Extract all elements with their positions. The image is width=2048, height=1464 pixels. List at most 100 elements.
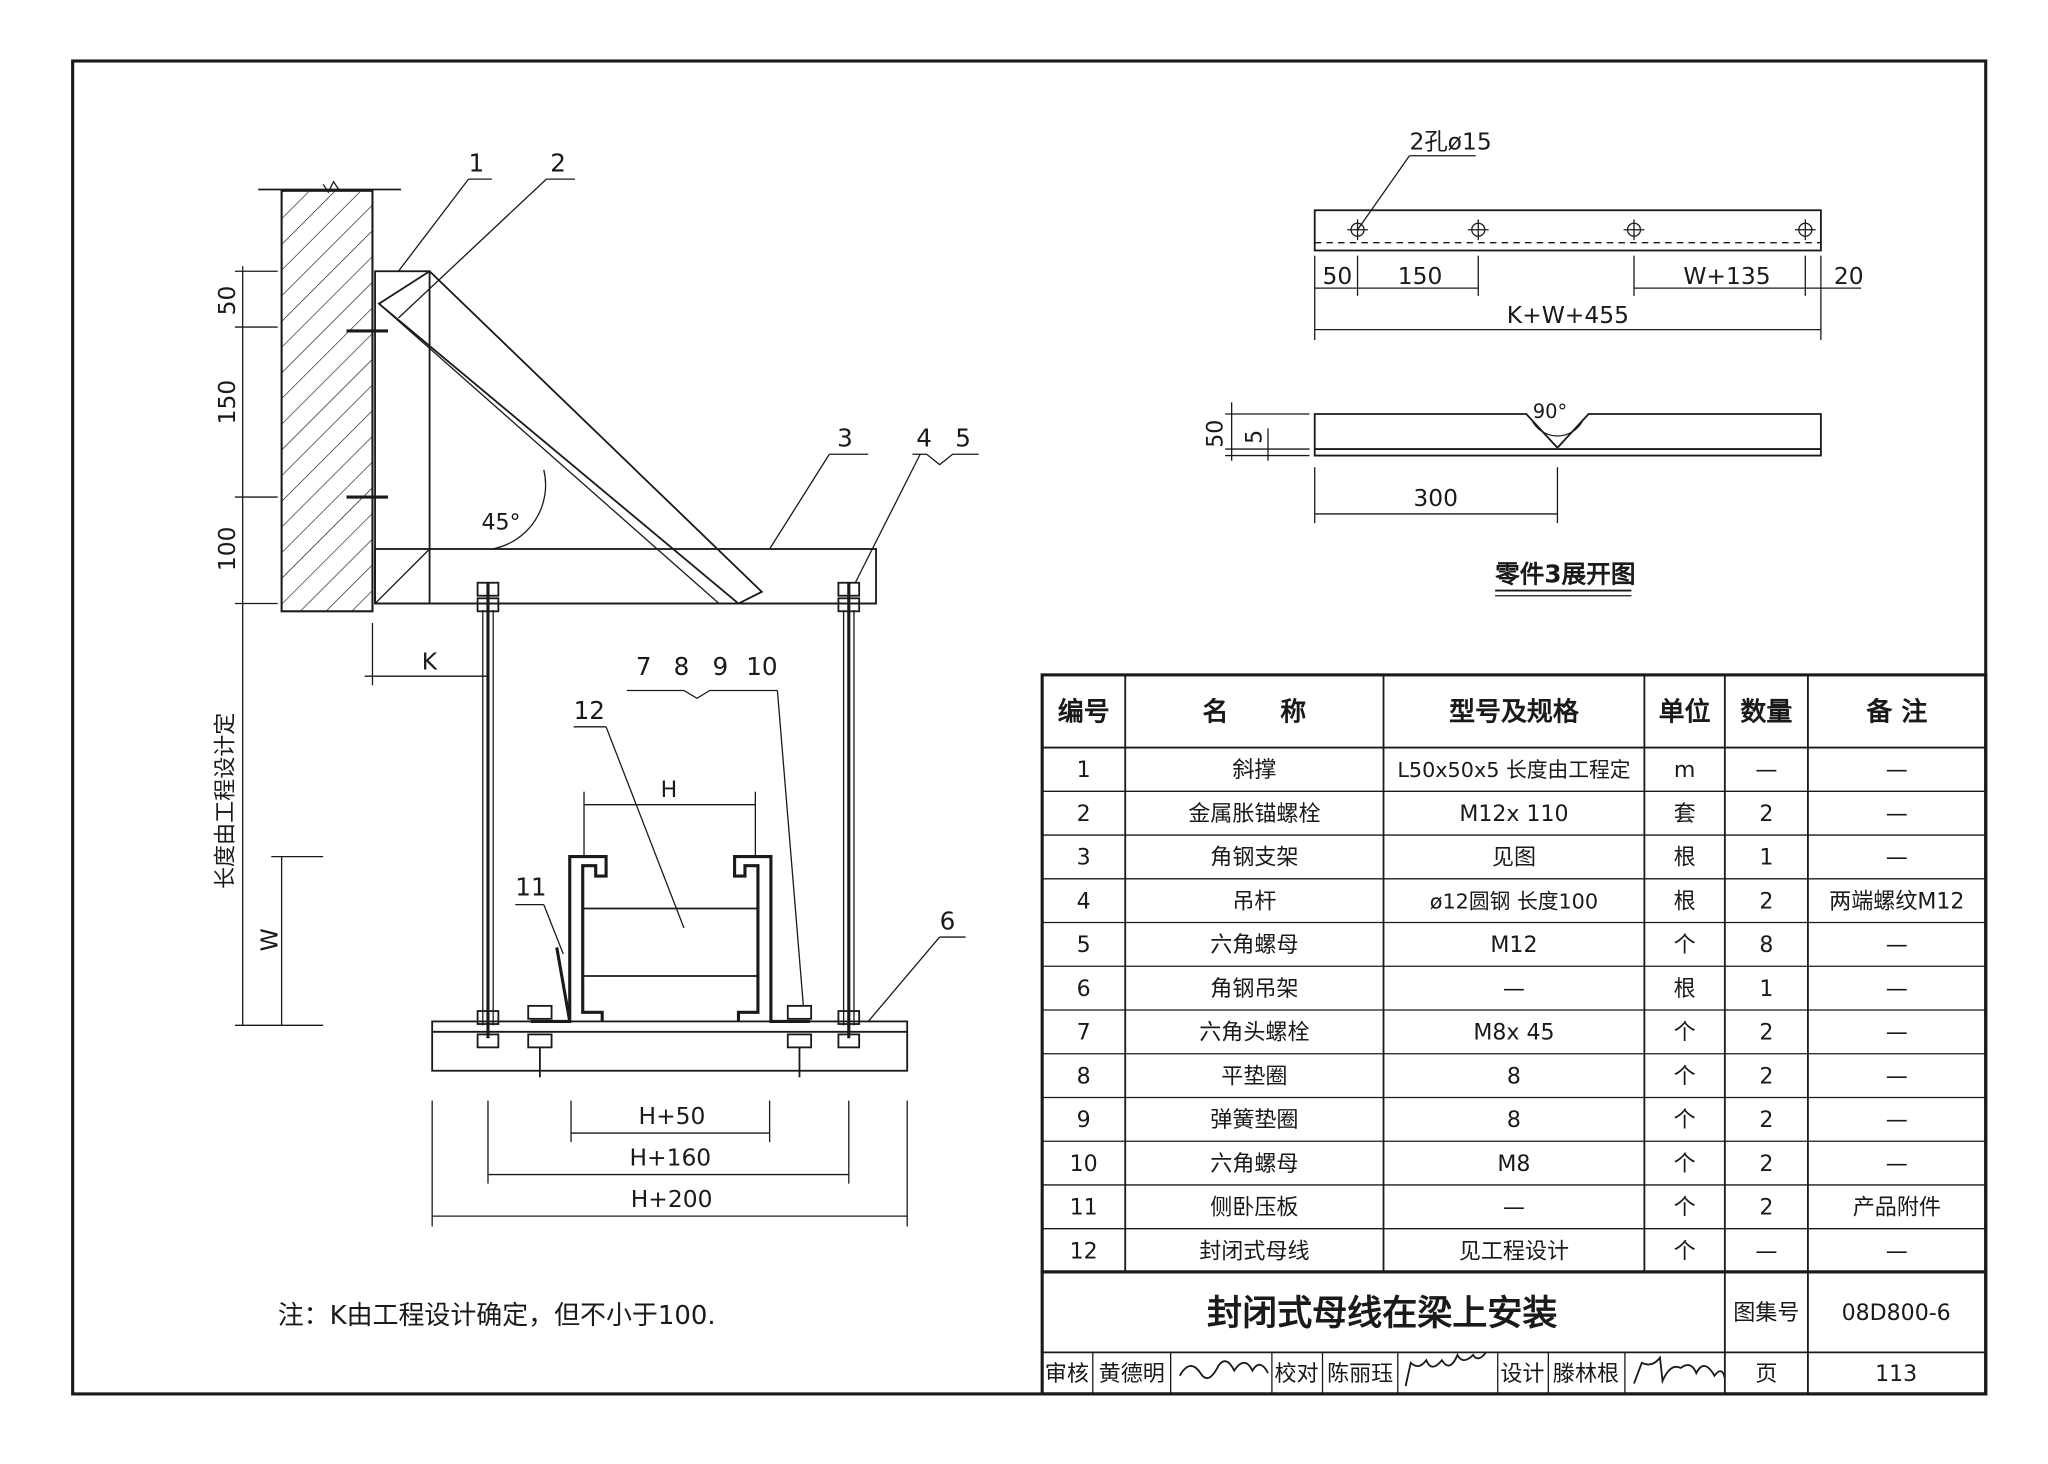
table-cell: 六角头螺栓 (1199, 1021, 1309, 1046)
table-cell: — (1503, 1196, 1525, 1221)
reviewer-signature (1178, 1360, 1269, 1380)
table-cell: M8x 45 (1473, 1021, 1554, 1046)
callout-6: 6 (940, 906, 956, 935)
part3-plan (1313, 209, 1822, 252)
part3-dim-total: K+W+455 (1507, 301, 1629, 329)
table-cell: 平垫圈 (1221, 1064, 1287, 1089)
table-cell: — (1886, 1021, 1908, 1046)
table-cell: 2 (1077, 802, 1091, 827)
designer-signature (1633, 1355, 1726, 1385)
dim-h: H (661, 778, 678, 803)
table-cell: 2 (1759, 889, 1773, 914)
length-note: 长度由工程设计定 (213, 713, 238, 889)
table-cell: 角钢吊架 (1210, 977, 1298, 1002)
callout-9: 9 (713, 652, 729, 681)
table-cell: 侧卧压板 (1210, 1196, 1298, 1221)
table-cell: 7 (1077, 1021, 1091, 1046)
table-cell: — (1886, 1239, 1908, 1264)
design-label: 设计 (1500, 1362, 1544, 1387)
callout-1: 1 (469, 148, 485, 177)
dim-w: W (256, 928, 284, 951)
dim-k: K (422, 648, 438, 676)
dim-h50: H+50 (639, 1102, 706, 1130)
table-cell: — (1503, 977, 1525, 1002)
callout-8: 8 (674, 652, 690, 681)
table-cell: 12 (1070, 1239, 1098, 1264)
part3-caption: 零件3展开图 (1495, 560, 1635, 589)
table-cell: 见工程设计 (1459, 1239, 1569, 1264)
table-header: 备 注 (1865, 696, 1927, 727)
table-cell: 2 (1759, 1152, 1773, 1177)
table-cell: m (1674, 758, 1695, 783)
table-cell: 2 (1759, 802, 1773, 827)
part3-dim-50: 50 (1323, 262, 1353, 290)
atlas-number: 08D800-6 (1842, 1301, 1951, 1326)
table-cell: — (1886, 977, 1908, 1002)
table-cell: 个 (1674, 1064, 1696, 1089)
table-cell: — (1755, 1239, 1777, 1264)
table-header: 名 称 (1202, 696, 1306, 727)
table-cell: 根 (1674, 846, 1696, 871)
table-cell: — (1886, 1108, 1908, 1133)
table-cell: M12x 110 (1459, 802, 1568, 827)
designer-name: 滕林根 (1553, 1362, 1619, 1387)
table-cell: 个 (1674, 1196, 1696, 1221)
table-cell: 11 (1070, 1196, 1098, 1221)
callout-7: 7 (636, 652, 652, 681)
design-note: 注：K由工程设计确定，但不小于100. (278, 1301, 716, 1331)
atlas-label: 图集号 (1733, 1301, 1799, 1326)
table-cell: 两端螺纹M12 (1829, 889, 1964, 914)
table-cell: 套 (1674, 802, 1696, 827)
table-header: 数量 (1740, 697, 1792, 727)
dim-h200: H+200 (631, 1185, 713, 1213)
angle-hanger (431, 1020, 909, 1072)
table-cell: 产品附件 (1853, 1196, 1941, 1221)
table-cell: 个 (1674, 1239, 1696, 1264)
page-label: 页 (1755, 1362, 1777, 1387)
drawing-title: 封闭式母线在梁上安装 (1207, 1293, 1557, 1334)
part3-dim-h5: 5 (1243, 430, 1268, 444)
busbar-right-profile (733, 855, 810, 1023)
table-cell: 6 (1077, 977, 1091, 1002)
dim-150: 150 (213, 380, 241, 425)
callout-4: 4 (916, 423, 932, 452)
table-cell: — (1886, 1064, 1908, 1089)
table-cell: — (1886, 933, 1908, 958)
callout-11: 11 (515, 873, 546, 902)
table-cell: — (1886, 758, 1908, 783)
table-cell: 4 (1077, 889, 1091, 914)
table-cell: — (1886, 1152, 1908, 1177)
part3-elevation (1313, 413, 1822, 457)
main-elevation: 45° (213, 148, 979, 1227)
table-cell: 角钢支架 (1210, 846, 1298, 871)
bracket-horizontal (374, 548, 877, 605)
table-cell: 1 (1759, 977, 1773, 1002)
review-label: 审核 (1045, 1362, 1089, 1387)
table-cell: — (1886, 846, 1908, 871)
table-cell: — (1755, 758, 1777, 783)
table-cell: 8 (1507, 1108, 1521, 1133)
busbar-left-profile (530, 855, 608, 1023)
table-cell: 10 (1070, 1152, 1098, 1177)
table-cell: 个 (1674, 1152, 1696, 1177)
table-cell: L50x50x5 长度由工程定 (1397, 758, 1630, 782)
table-cell: 金属胀锚螺栓 (1188, 802, 1320, 827)
page-number: 113 (1875, 1362, 1917, 1387)
reviewer-name: 黄德明 (1099, 1362, 1165, 1387)
table-header: 型号及规格 (1449, 696, 1580, 727)
part3-dim-20: 20 (1834, 262, 1864, 290)
table-cell: 六角螺母 (1210, 1152, 1298, 1177)
table-cell: 个 (1674, 1108, 1696, 1133)
table-cell: 1 (1077, 758, 1091, 783)
title-block: 封闭式母线在梁上安装 图集号 08D800-6 审核 黄德明 校对 陈丽珏 设计… (1040, 1270, 1988, 1396)
dim-h160: H+160 (629, 1143, 711, 1171)
check-label: 校对 (1275, 1362, 1319, 1387)
table-cell: 弹簧垫圈 (1210, 1108, 1298, 1133)
callout-10: 10 (746, 652, 777, 681)
table-cell: 2 (1759, 1108, 1773, 1133)
part3-development: 2孔ø15 50 150 W+135 20 K+W+455 90° (1204, 127, 1864, 597)
table-cell: 8 (1759, 933, 1773, 958)
part3-holes-label: 2孔ø15 (1409, 127, 1491, 155)
